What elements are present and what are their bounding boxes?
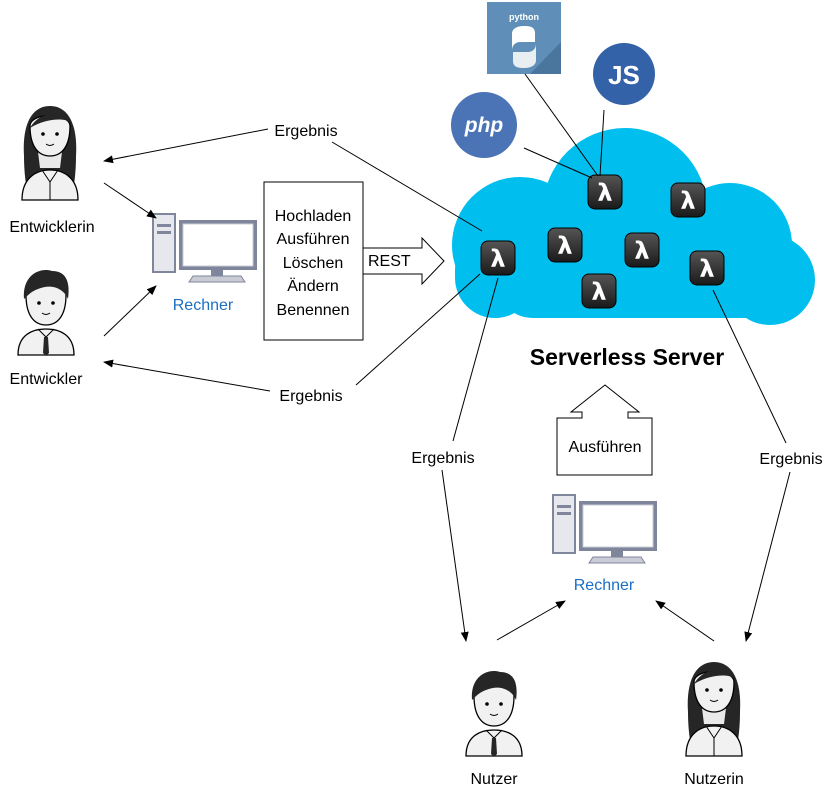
rest-arrow: REST	[362, 236, 445, 286]
result-label: Ergebnis	[279, 388, 342, 405]
svg-text:JS: JS	[608, 60, 640, 90]
operation-label: Löschen	[283, 255, 344, 272]
execute-arrow: Ausführen	[556, 384, 653, 476]
svg-text:python: python	[509, 12, 539, 22]
execute-label: Ausführen	[569, 439, 642, 456]
operation-label: Ausführen	[277, 231, 350, 248]
person-icon	[465, 670, 523, 758]
lambda-icon	[581, 273, 617, 309]
logo-connectors	[523, 73, 605, 179]
lambda-icon	[547, 227, 583, 263]
server-title: Serverless Server	[530, 344, 724, 370]
person-icon	[21, 105, 79, 201]
result-label: Ergebnis	[274, 123, 337, 140]
computer-icon	[552, 494, 658, 564]
person-icon	[685, 661, 743, 757]
operations-box: Hochladen Ausführen Löschen Ändern Benen…	[263, 181, 364, 341]
person-icon	[17, 269, 75, 357]
developer-female-label: Entwicklerin	[9, 219, 94, 236]
operation-label: Hochladen	[275, 208, 352, 225]
user-male-label: Nutzer	[470, 771, 518, 788]
svg-text:php: php	[464, 114, 504, 137]
computer-bottom-label: Rechner	[574, 577, 635, 594]
result-label: Ergebnis	[759, 451, 822, 468]
computer-icon	[152, 213, 258, 283]
js-logo: JS	[593, 43, 655, 105]
cloud-shape	[452, 128, 815, 325]
flow-arrows	[103, 128, 791, 642]
user-female-label: Nutzerin	[684, 771, 744, 788]
lambda-icon	[624, 232, 660, 268]
operation-label: Benennen	[277, 302, 350, 319]
computer-top-label: Rechner	[173, 297, 234, 314]
lambda-icon	[480, 240, 516, 276]
python-logo: python	[487, 2, 561, 74]
result-label: Ergebnis	[411, 450, 474, 467]
developer-male-label: Entwickler	[10, 371, 84, 388]
lambda-icon	[689, 250, 725, 286]
lambda-icon	[670, 182, 706, 218]
lambda-icon	[587, 174, 623, 210]
rest-label: REST	[368, 253, 411, 270]
operation-label: Ändern	[287, 277, 339, 295]
php-logo: php	[451, 92, 517, 158]
